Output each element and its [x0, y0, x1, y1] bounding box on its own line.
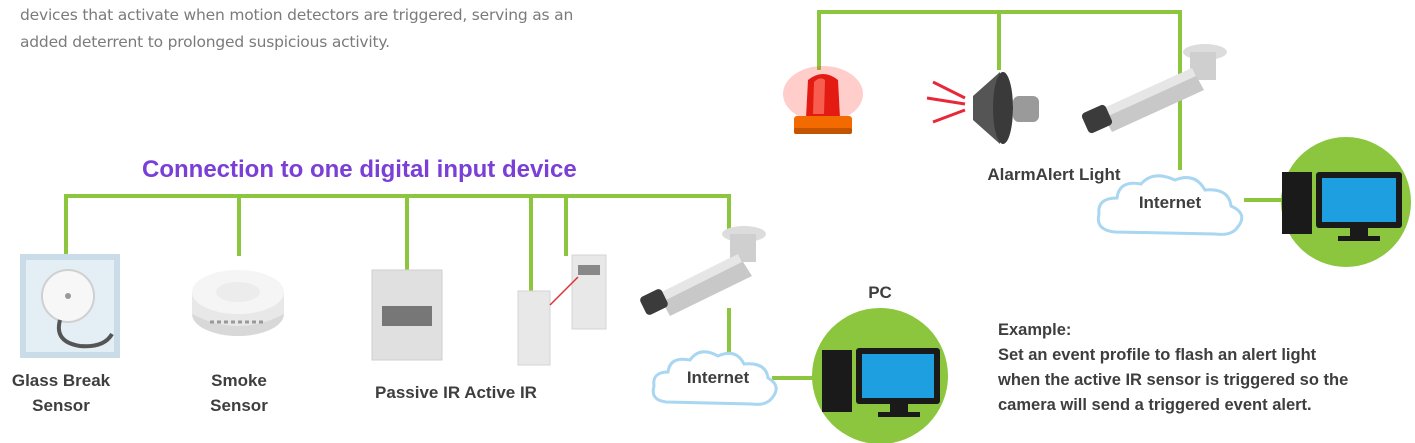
alarm-alert-light-label: AlarmAlert Light: [987, 165, 1121, 184]
output-wire-light: [817, 10, 821, 70]
glass-break-sensor-label: Glass Break Sensor: [0, 368, 122, 418]
passive-ir-sensor-icon: [371, 269, 443, 361]
output-wire-alarm: [997, 10, 1001, 70]
diagram-heading: Connection to one digital input device: [142, 156, 577, 183]
intro-text: devices that activate when motion detect…: [20, 2, 700, 56]
output-wire-pc: [1244, 198, 1290, 202]
intro-line-1: devices that activate when motion detect…: [20, 6, 574, 24]
input-wire-passive: [405, 194, 409, 272]
glass-break-label-line-2: Sensor: [32, 396, 90, 415]
pc-icon-left: [812, 308, 948, 443]
glass-break-sensor-icon: [20, 254, 120, 358]
smoke-label-line-2: Sensor: [210, 396, 268, 415]
input-top-wire: [64, 194, 731, 198]
input-wire-active-a: [529, 194, 533, 292]
input-wire-camera-down: [727, 308, 731, 354]
example-text: Example: Set an event profile to flash a…: [998, 318, 1413, 418]
ip-camera-icon-right: [1081, 44, 1227, 134]
input-wire-active-b: [564, 194, 568, 256]
input-wire-glass: [64, 194, 68, 256]
intro-line-2: added deterrent to prolonged suspicious …: [20, 33, 390, 51]
input-wire-smoke: [237, 194, 241, 256]
alert-light-icon: [783, 66, 863, 134]
pc-label: PC: [868, 283, 892, 302]
example-line-2: when the active IR sensor is triggered s…: [998, 371, 1349, 389]
internet-cloud-icon-left: [651, 350, 778, 406]
smoke-sensor-icon: [192, 270, 284, 336]
passive-active-ir-label: Passive IR Active IR: [375, 383, 537, 402]
pc-icon-right: [1281, 137, 1411, 267]
input-wire-pc: [772, 376, 820, 380]
internet-label-right: Internet: [1138, 193, 1202, 212]
ip-camera-icon-left: [640, 226, 766, 316]
smoke-label-line-1: Smoke: [211, 371, 267, 390]
example-line-3: camera will send a triggered event alert…: [998, 396, 1312, 414]
active-ir-sensor-icon: [517, 254, 607, 366]
glass-break-label-line-1: Glass Break: [11, 371, 111, 390]
example-line-1: Set an event profile to flash an alert l…: [998, 346, 1317, 364]
smoke-sensor-label: Smoke Sensor: [184, 368, 294, 418]
alarm-speaker-icon: [926, 72, 1039, 144]
example-title: Example:: [998, 321, 1072, 339]
input-wire-camera: [727, 194, 731, 234]
internet-label-left: Internet: [686, 368, 750, 387]
internet-cloud-icon-right: [1096, 174, 1244, 236]
